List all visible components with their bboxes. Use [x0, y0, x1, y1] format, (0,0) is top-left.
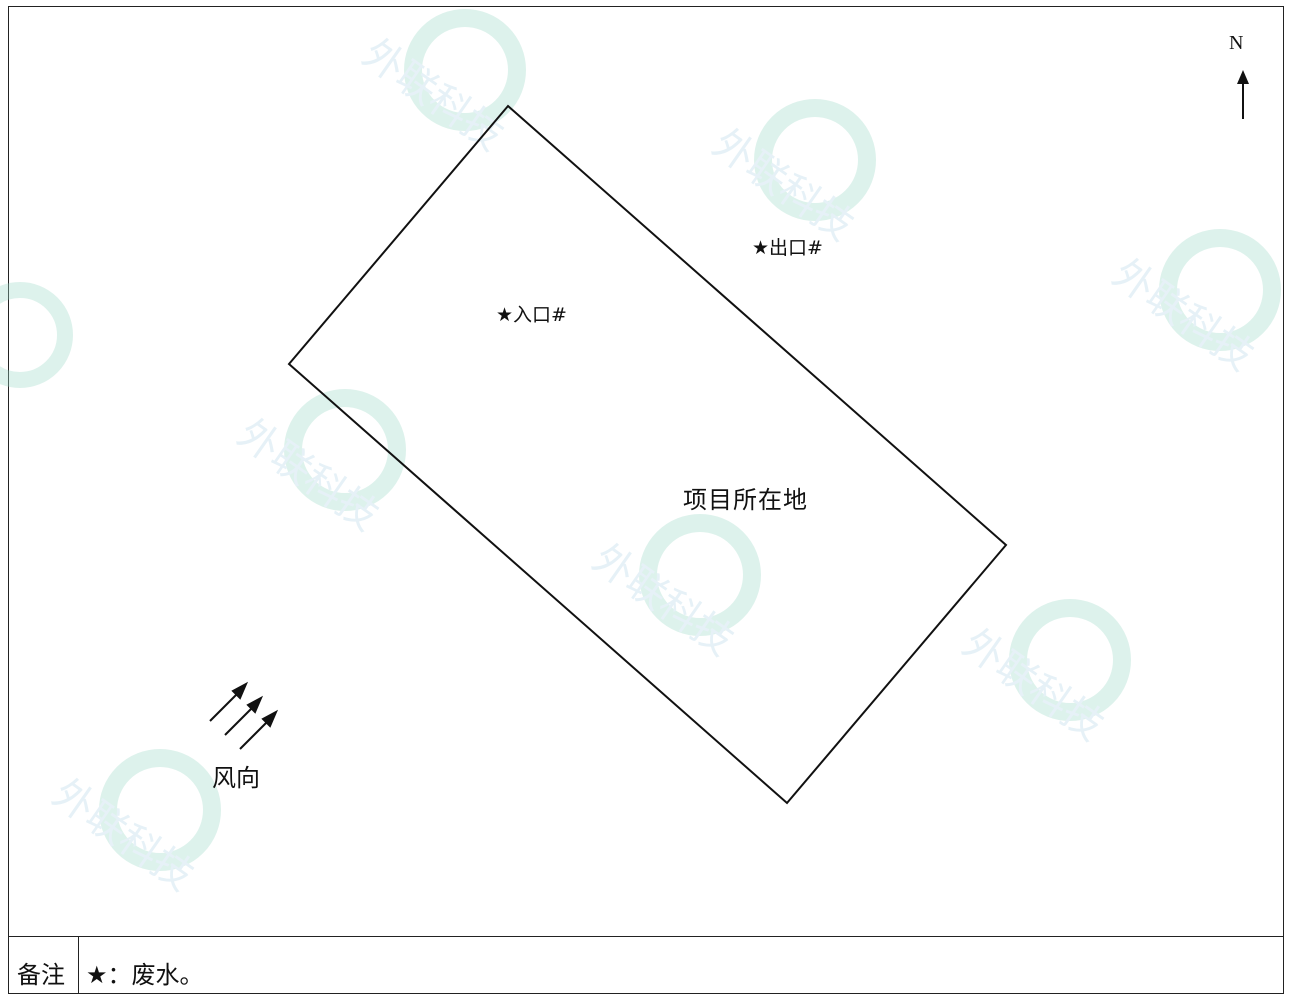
- outlet-sampling-point: ★出口#: [752, 239, 823, 258]
- watermark-logo: [0, 282, 73, 388]
- wind-arrows-icon: [209, 681, 279, 750]
- watermark-text: 外联科技: [1104, 251, 1261, 380]
- star-icon: ★: [86, 961, 108, 989]
- watermark-logo: 外联科技: [44, 749, 221, 900]
- north-arrow-icon: [1237, 70, 1249, 119]
- watermark-layer: 外联科技 外联科技 外联科技 外联科技 外联科技 外联科技 外联科技: [0, 9, 1281, 900]
- map-frame: [8, 6, 1284, 994]
- star-icon: ★: [752, 237, 770, 259]
- remarks-header: 备注: [8, 937, 79, 994]
- watermark-logo: 外联科技: [1104, 229, 1281, 380]
- watermark-logo: 外联科技: [229, 389, 406, 540]
- watermark-text: 外联科技: [704, 121, 861, 250]
- remarks-row: 备注 ★：废水。: [8, 936, 1284, 994]
- outlet-label-text: 出口#: [769, 237, 823, 259]
- watermark-text: 外联科技: [354, 31, 511, 160]
- star-icon: ★: [496, 304, 514, 326]
- inlet-label-text: 入口#: [513, 304, 567, 326]
- remarks-text: ：废水。: [107, 961, 204, 989]
- watermark-logo: 外联科技: [584, 514, 761, 665]
- watermark-logo: 外联科技: [354, 9, 526, 160]
- north-label: N: [1229, 32, 1244, 54]
- site-boundary: [287, 104, 1008, 805]
- inlet-sampling-point: ★入口#: [496, 306, 567, 325]
- wind-direction-label: 风向: [212, 764, 260, 792]
- remarks-body: ★：废水。: [86, 955, 204, 990]
- site-label: 项目所在地: [683, 486, 808, 514]
- watermark-logo: 外联科技: [954, 599, 1131, 750]
- watermark-text: 外联科技: [44, 771, 201, 900]
- watermark-logo: 外联科技: [704, 99, 876, 250]
- watermark-text: 外联科技: [954, 621, 1111, 750]
